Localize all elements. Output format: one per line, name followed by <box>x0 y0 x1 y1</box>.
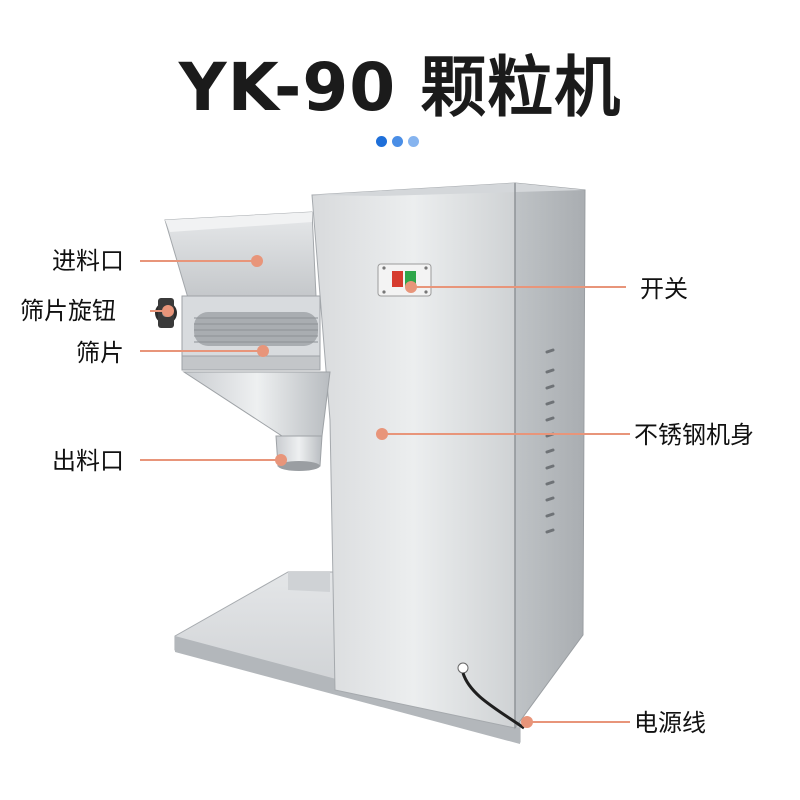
dot-2 <box>392 136 403 147</box>
dot-1 <box>376 136 387 147</box>
callout-lines <box>140 255 630 728</box>
callout-discharge-outlet: 出料口 <box>52 447 124 475</box>
vent-slots <box>545 348 555 534</box>
callout-stainless-body: 不锈钢机身 <box>634 421 754 449</box>
callout-switch: 开关 <box>640 275 688 303</box>
pagination-dots <box>376 136 419 147</box>
page-title: YK-90 颗粒机 <box>178 49 622 126</box>
callout-power-cord: 电源线 <box>634 709 706 737</box>
callout-screen-knob: 筛片旋钮 <box>20 297 116 325</box>
stainless-body <box>311 182 586 730</box>
discharge-funnel <box>182 371 331 471</box>
screen-drum <box>181 295 321 371</box>
power-cord <box>457 662 525 730</box>
callout-feed-inlet: 进料口 <box>52 247 124 275</box>
feed-hopper <box>164 211 317 299</box>
switch-panel <box>377 263 432 297</box>
dot-3 <box>408 136 419 147</box>
callout-screen: 筛片 <box>76 339 124 367</box>
